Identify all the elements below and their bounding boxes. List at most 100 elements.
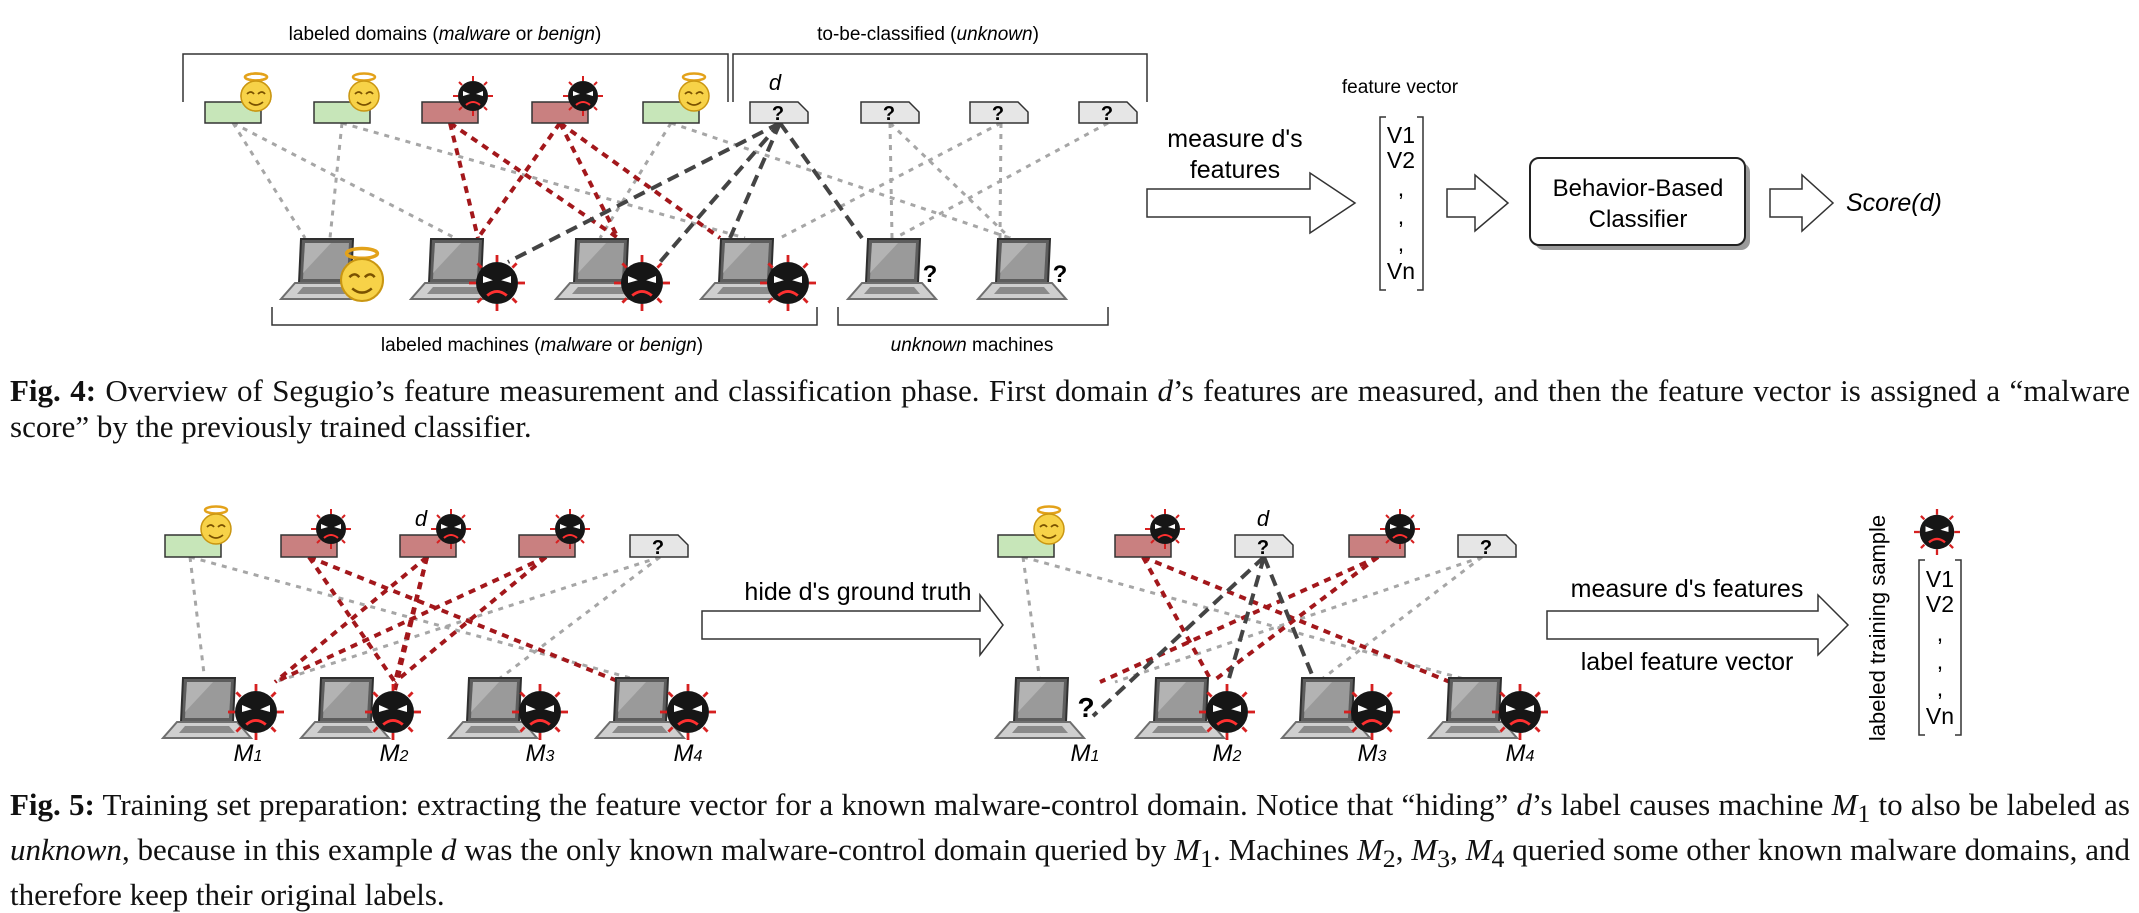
malware-bug-icon	[612, 253, 672, 313]
fig4-domain-benign-1	[204, 72, 273, 124]
fig5-hide-label: hide d's ground truth	[744, 578, 971, 606]
svg-text:M4: M4	[674, 740, 703, 767]
fig4-vector-entry: V1	[1387, 122, 1415, 148]
fig4-labeled-domains-bracket	[182, 53, 729, 102]
fig5-left-machine-4: M4	[595, 677, 718, 767]
fig5-vector-entry: ,	[1937, 675, 1943, 701]
fig4-score-arrow	[1769, 173, 1835, 233]
fig4-vector-entry: ,	[1398, 230, 1404, 256]
fig4-classifier-label-2: Classifier	[1589, 206, 1688, 233]
fig4: labeled domains (malware or benign) to-b…	[182, 24, 1942, 356]
fig4-unknown-machines-footer: unknown machines	[891, 335, 1054, 356]
angel-icon	[677, 72, 711, 113]
malware-bug-icon	[1197, 682, 1257, 742]
fig4-domain-malware-1	[421, 75, 494, 124]
fig5-right-domain-malware-1	[1114, 508, 1186, 558]
fig4-caption-label: Fig. 4:	[10, 373, 97, 408]
fig5-vector-entries: V1 V2 , , , Vn	[1926, 566, 1954, 729]
fig5-right-domain-d-label: d	[1257, 506, 1270, 531]
malware-bug-icon	[363, 682, 423, 742]
fig5-vector-entry: ,	[1937, 620, 1943, 646]
fig5-left-edges	[188, 555, 661, 691]
fig5-left-domain-malware-2	[518, 508, 591, 558]
fig4-domain-d-mark: ?	[772, 103, 784, 125]
angel-icon	[199, 505, 233, 546]
fig4-labeled-machines-footer: labeled machines (malware or benign)	[381, 335, 703, 356]
fig4-measure-label-1: measure d's	[1167, 125, 1302, 153]
fig5-right-machine-3: M3	[1281, 677, 1402, 767]
svg-text:?: ?	[1480, 537, 1492, 559]
malware-bug-icon	[1912, 507, 1962, 557]
fig5-right-domain-d: ? d	[1234, 506, 1294, 559]
malware-bug-icon	[758, 253, 818, 313]
fig5-vector-bracket-left	[1918, 559, 1925, 736]
fig5-left-domain-benign	[164, 505, 233, 558]
svg-text:M3: M3	[1358, 740, 1387, 767]
fig4-edges	[231, 121, 1109, 264]
fig4-unknown-machines-bracket	[837, 307, 1109, 326]
malware-bug-icon	[452, 75, 494, 117]
fig4-classifier-box	[1529, 157, 1746, 246]
fig4-score-label: Score(d)	[1846, 189, 1942, 217]
svg-text:?: ?	[1257, 537, 1269, 559]
angel-icon	[239, 72, 273, 113]
fig4-domain-benign-2	[313, 72, 381, 124]
svg-text:?: ?	[652, 537, 664, 559]
malware-bug-icon	[510, 682, 570, 742]
svg-text:?: ?	[1101, 103, 1113, 125]
fig5-measure-label: measure d's features	[1571, 575, 1804, 603]
svg-text:M3: M3	[526, 740, 555, 767]
fig4-vector-bracket-right	[1417, 116, 1424, 291]
fig4-measure-arrow	[1146, 171, 1357, 235]
svg-text:?: ?	[992, 103, 1004, 125]
fig4-vector-entries: V1 V2 , , , Vn	[1387, 122, 1415, 284]
fig4-domain-unknown-3: ?	[1078, 101, 1138, 125]
fig4-domain-unknown-2: ?	[969, 101, 1029, 125]
fig4-machine-malware-2	[555, 238, 672, 313]
malware-bug-icon	[549, 508, 591, 550]
malware-bug-icon	[310, 508, 352, 550]
fig4-vector-entry: ,	[1398, 203, 1404, 229]
fig4-vector-entry: Vn	[1387, 258, 1415, 284]
angel-icon	[339, 246, 385, 303]
fig4-machine-malware-3	[700, 238, 818, 313]
malware-bug-icon	[658, 682, 718, 742]
fig5-left-domain-unknown: ?	[629, 534, 689, 559]
fig4-feature-vector-title: feature vector	[1342, 77, 1459, 98]
malware-bug-icon	[1144, 508, 1186, 550]
svg-text:?: ?	[923, 261, 938, 288]
fig5-left-domain-d-label: d	[415, 506, 428, 531]
fig4-domain-benign-3	[642, 72, 711, 124]
fig5-left-machine-3: M3	[448, 677, 570, 767]
fig4-machine-malware-1	[410, 238, 527, 313]
fig4-vector-bracket-left	[1379, 116, 1386, 291]
fig4-measure-label-2: features	[1190, 156, 1280, 184]
malware-bug-icon	[1342, 682, 1402, 742]
malware-bug-icon	[1379, 508, 1421, 550]
fig4-vector-entry: ,	[1398, 175, 1404, 201]
fig5-right-edges	[1021, 555, 1483, 718]
fig5-vector-bracket-right	[1955, 559, 1962, 736]
fig4-vector-entry: V2	[1387, 147, 1415, 173]
fig4-classifier-label-1: Behavior-Based	[1553, 175, 1724, 202]
svg-text:M1: M1	[1071, 740, 1100, 767]
angel-icon	[1032, 505, 1066, 546]
svg-text:M2: M2	[380, 740, 409, 767]
fig5: d ? M1 M2 M3 M4	[162, 505, 1962, 767]
svg-text:?: ?	[1077, 692, 1094, 723]
fig5-right-machine-2: M2	[1135, 677, 1257, 767]
fig4-labeled-domains-header: labeled domains (malware or benign)	[289, 24, 602, 45]
fig4-domain-malware-2	[531, 75, 604, 124]
fig5-right-domain-unknown: ?	[1457, 534, 1517, 559]
fig5-vector-entry: ,	[1937, 648, 1943, 674]
fig5-vector-entry: Vn	[1926, 703, 1954, 729]
fig5-hide-arrow	[701, 592, 1004, 658]
fig4-domain-d-label: d	[769, 70, 782, 95]
svg-text:M4: M4	[1506, 740, 1535, 767]
fig4-vector-arrow	[1446, 173, 1510, 233]
malware-bug-icon	[562, 75, 604, 117]
fig5-right-machine-4: M4	[1428, 677, 1550, 767]
fig5-vector-entry: V1	[1926, 566, 1954, 592]
fig5-measure-arrow	[1546, 593, 1850, 657]
fig4-machine-unknown-1: ?	[847, 238, 938, 300]
